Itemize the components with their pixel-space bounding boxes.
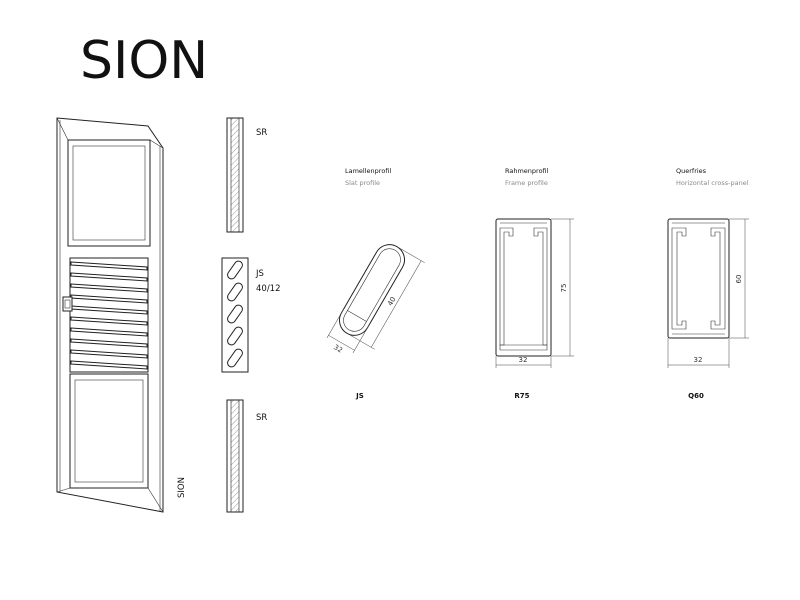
louvre-slat xyxy=(70,349,148,359)
frame-profile-bottom-web xyxy=(499,344,548,351)
frame-profile-outline xyxy=(495,218,552,357)
profile-title-frame: Rahmenprofil xyxy=(505,167,549,175)
hinge-body xyxy=(62,296,73,312)
frame-width-value: 32 xyxy=(519,356,528,364)
crosspanel-right-chamber xyxy=(710,227,726,330)
slat-outline xyxy=(339,244,405,336)
slat-width-value: 32 xyxy=(332,343,344,354)
louvre-slat xyxy=(70,272,148,282)
section-js xyxy=(221,257,249,373)
louvre-slat xyxy=(70,261,148,271)
side-product-label: SION xyxy=(177,477,187,498)
louvre-slat xyxy=(70,338,148,348)
js-section-slat xyxy=(227,304,243,324)
bottom-panel xyxy=(69,373,149,489)
profile-code-slat: JS xyxy=(355,392,364,400)
section-sr-bottom xyxy=(226,399,244,513)
bevel-line-top-right xyxy=(149,139,164,149)
js-section-slat xyxy=(227,326,243,346)
profile-subtitle-frame: Frame profile xyxy=(505,179,548,187)
slat-width-extension-right xyxy=(352,323,371,354)
crosspanel-profile-outline xyxy=(667,218,730,339)
bevel-line-bottom-left xyxy=(56,487,71,493)
bottom-panel-inner xyxy=(74,379,144,483)
section-label-sr-bottom: SR xyxy=(256,413,267,423)
shutter-elevation xyxy=(56,117,164,513)
crosspanel-left-chamber xyxy=(671,227,687,330)
profile-code-frame: R75 xyxy=(514,392,529,400)
profile-subtitle-crosspanel: Horizontal cross-panel xyxy=(676,179,749,187)
js-slat-shape xyxy=(227,326,243,346)
slat-length-dimension-line xyxy=(371,260,422,348)
profile-title-crosspanel: Querfries xyxy=(676,167,707,175)
js-slat-shape xyxy=(227,304,243,324)
top-panel xyxy=(67,139,151,247)
profile-title-slat: Lamellenprofil xyxy=(345,167,391,175)
slat-inner-outline xyxy=(343,248,401,332)
slat-length-extension-top xyxy=(396,246,425,263)
hinge-inner xyxy=(64,299,71,309)
frame-height-value: 75 xyxy=(560,284,568,293)
slat-width-extension-left xyxy=(326,308,345,339)
slat-width-dimension-line xyxy=(328,335,355,351)
louvre-section xyxy=(69,257,149,373)
crosspanel-height-value: 60 xyxy=(735,275,743,284)
section-label-js: JS xyxy=(255,269,264,279)
js-section-slat xyxy=(227,260,243,280)
louvre-slat xyxy=(70,283,148,293)
slat-length-extension-bottom xyxy=(346,333,375,350)
js-slat-shape xyxy=(227,282,243,302)
profile-subtitle-slat: Slat profile xyxy=(345,179,380,187)
crosspanel-width-value: 32 xyxy=(694,356,703,364)
louvre-slat xyxy=(70,327,148,337)
top-panel-inner xyxy=(72,145,146,241)
crosspanel-profile-drawing: 60 32 xyxy=(667,218,749,368)
bevel-line-top-left xyxy=(56,117,69,141)
louvre-slat xyxy=(70,360,148,370)
section-label-sr-top: SR xyxy=(256,128,267,138)
section-sr-top xyxy=(226,117,244,233)
js-section-slat xyxy=(227,282,243,302)
section-sublabel-js: 40/12 xyxy=(256,284,281,294)
slat-profile-drawing: 40 32 xyxy=(326,244,425,355)
js-slat-shape xyxy=(227,348,243,368)
bevel-line-bottom-right xyxy=(147,487,164,513)
louvre-slat xyxy=(70,316,148,326)
hinge-icon xyxy=(62,296,73,312)
profile-code-crosspanel: Q60 xyxy=(688,392,704,400)
slat-length-value: 40 xyxy=(386,296,397,308)
sr-section-hatch xyxy=(230,399,240,513)
sr-section-hatch xyxy=(230,117,240,233)
slat-inner-web xyxy=(347,310,367,322)
frame-profile-drawing: 75 32 xyxy=(495,218,574,368)
product-title: SION xyxy=(80,31,208,91)
js-slat-shape xyxy=(227,260,243,280)
js-section-slat xyxy=(227,348,243,368)
